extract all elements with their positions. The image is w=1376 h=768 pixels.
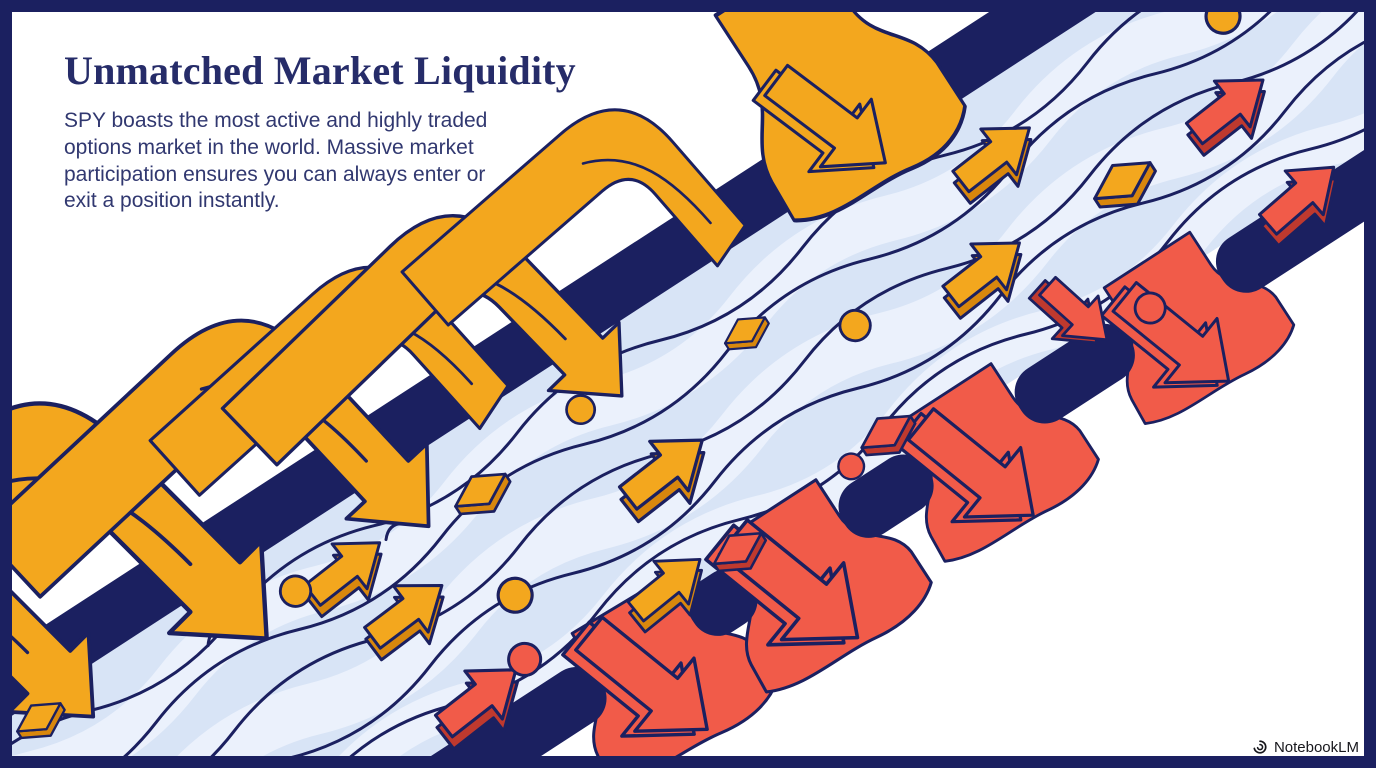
body-line: participation ensures you can always ent…	[64, 162, 486, 186]
watermark-label: NotebookLM	[1273, 738, 1359, 756]
headline-block: Unmatched Market Liquidity SPY boasts th…	[64, 50, 664, 215]
page-title: Unmatched Market Liquidity	[64, 48, 576, 93]
bank-segment	[1014, 323, 1135, 424]
body-line: exit a position instantly.	[64, 189, 280, 213]
notebooklm-logo-icon	[1253, 740, 1267, 754]
body-line: options market in the world. Massive mar…	[64, 135, 474, 159]
bank-segment	[838, 454, 934, 538]
body-paragraph: SPY boasts the most active and highly tr…	[64, 108, 664, 215]
body-line: SPY boasts the most active and highly tr…	[64, 109, 488, 132]
notebooklm-watermark: NotebookLM	[1251, 738, 1359, 756]
